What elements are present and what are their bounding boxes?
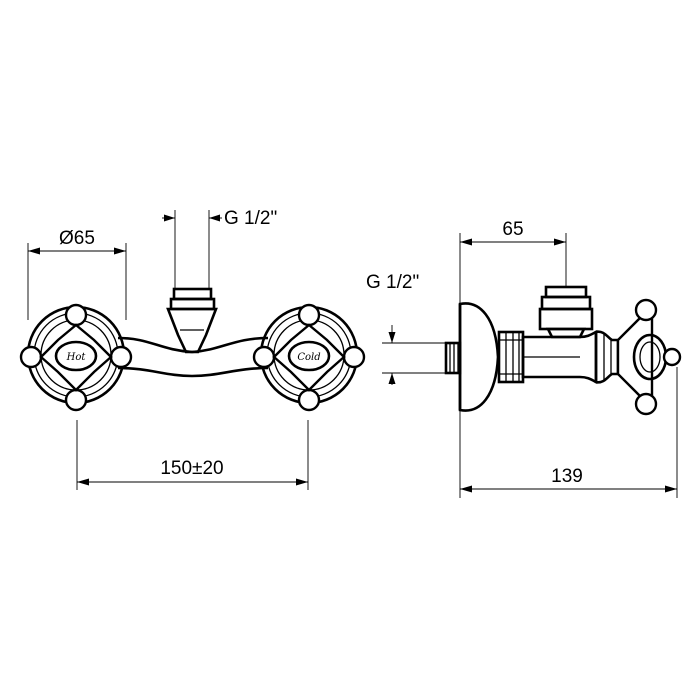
diameter-label: Ø65 — [59, 228, 95, 249]
side-depth-dimension: 139 — [459, 367, 678, 498]
cold-handle: Cold — [252, 303, 366, 412]
cold-label: Cold — [297, 352, 320, 363]
hot-handle: Hot — [19, 303, 133, 412]
hot-label: Hot — [66, 352, 87, 363]
side-view: 65 G 1/2" — [366, 219, 682, 498]
thread-dimension-side: G 1/2" — [366, 272, 445, 385]
front-view: Ø65 G 1/2" — [19, 208, 366, 490]
side-top-label: 65 — [502, 219, 523, 240]
side-union-nut — [497, 330, 525, 384]
thread-label-side: G 1/2" — [366, 272, 419, 293]
side-wall-flange — [458, 302, 500, 412]
center-distance-label: 150±20 — [160, 458, 223, 479]
side-cross-handle — [616, 298, 682, 416]
mixer-body — [117, 287, 269, 378]
side-depth-label: 139 — [551, 466, 583, 487]
thread-dimension-front: G 1/2" — [162, 208, 277, 288]
thread-label-front: G 1/2" — [224, 208, 277, 229]
center-distance-dimension: 150±20 — [76, 420, 309, 490]
diameter-dimension: Ø65 — [27, 228, 127, 320]
side-valve-body — [521, 285, 620, 385]
side-threaded-inlet — [444, 341, 462, 375]
